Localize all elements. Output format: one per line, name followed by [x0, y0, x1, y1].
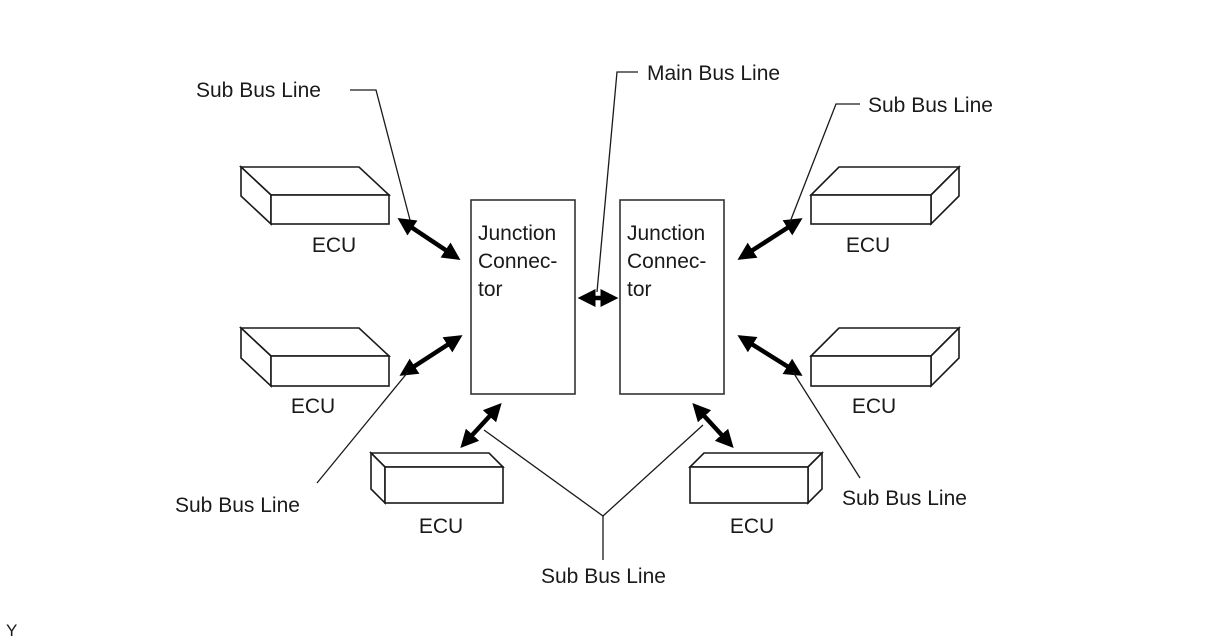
junction-connector-left: Junction Connec- tor: [470, 199, 576, 395]
junction-connector-right: Junction Connec- tor: [619, 199, 725, 395]
sub-bus-arrow-mid-left: [399, 335, 463, 376]
ecu-top-left: ECU: [238, 165, 392, 257]
sub-bus-arrow-bottom-left: [460, 403, 502, 448]
sub-bus-arrow-bottom-right: [692, 403, 734, 448]
label-sub-bus-line-bottom-center: Sub Bus Line: [541, 565, 666, 588]
leader-sub-bus-top-left: [350, 89, 411, 221]
ecu-top-left-label: ECU: [312, 234, 356, 257]
ecu-top-right: ECU: [809, 165, 961, 257]
junction-connector-right-line3: tor: [627, 278, 652, 301]
ecu-top-right-label: ECU: [846, 234, 890, 257]
label-sub-bus-line-top-right: Sub Bus Line: [868, 94, 993, 117]
label-sub-bus-line-top-left: Sub Bus Line: [196, 79, 321, 102]
ecu-bottom-left: ECU: [369, 451, 505, 538]
junction-connector-right-line1: Junction: [627, 222, 705, 245]
leader-sub-bus-bottom-left: [316, 371, 409, 484]
sub-bus-arrow-mid-right: [737, 335, 803, 376]
junction-connector-left-line3: tor: [478, 278, 503, 301]
junction-connector-right-line2: Connec-: [627, 250, 706, 273]
sub-bus-arrow-top-right: [737, 218, 803, 260]
ecu-bottom-right: ECU: [688, 451, 824, 538]
figure-mark: Y: [6, 621, 17, 640]
leader-sub-bus-bottom-center: [483, 424, 704, 517]
ecu-mid-right-label: ECU: [852, 395, 896, 418]
junction-connector-left-line1: Junction: [478, 222, 556, 245]
label-sub-bus-line-bottom-right: Sub Bus Line: [842, 487, 967, 510]
label-main-bus-line: Main Bus Line: [647, 62, 780, 85]
leader-sub-bus-top-right: [789, 103, 860, 223]
leader-sub-bus-bottom-right: [792, 371, 861, 479]
ecu-mid-left: ECU: [238, 326, 392, 418]
label-sub-bus-line-bottom-left: Sub Bus Line: [175, 494, 300, 517]
ecu-mid-right: ECU: [809, 326, 961, 418]
sub-bus-arrow-top-left: [397, 218, 461, 260]
junction-connector-left-line2: Connec-: [478, 250, 557, 273]
ecu-mid-left-label: ECU: [291, 395, 335, 418]
ecu-bottom-left-label: ECU: [419, 515, 463, 538]
ecu-bottom-right-label: ECU: [730, 515, 774, 538]
leader-main-bus: [596, 71, 638, 293]
